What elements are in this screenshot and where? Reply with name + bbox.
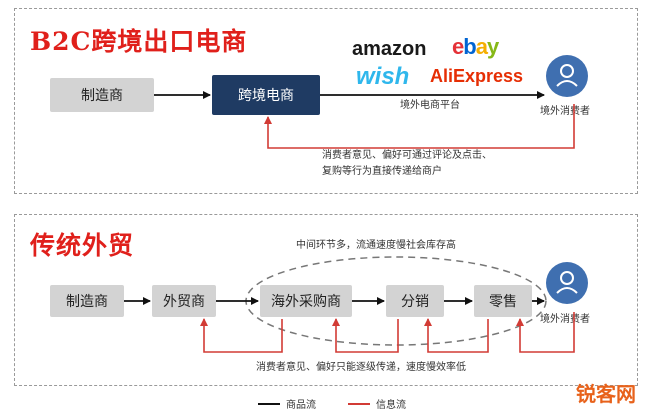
b2c-consumer-label: 境外消费者 (540, 106, 590, 117)
legend-info-flow: 信息流 (348, 396, 406, 411)
legend-goods-label: 商品流 (286, 400, 316, 411)
trad-retail-box: 零售 (474, 285, 532, 317)
trad-overseas-buyer-box: 海外采购商 (260, 285, 352, 317)
ebay-letter-b: b (463, 34, 476, 59)
b2c-panel (14, 8, 638, 194)
b2c-cross-border-box: 跨境电商 (212, 75, 320, 115)
trad-consumer-icon (546, 262, 588, 304)
traditional-title: 传统外贸 (30, 231, 135, 260)
b2c-feedback-line-2: 复购等行为直接传递给商户 (322, 166, 442, 177)
amazon-logo: amazon (352, 38, 427, 60)
legend-red-line (348, 402, 370, 405)
trad-feedback-note: 消费者意见、偏好只能逐级传递，速度慢效率低 (256, 362, 466, 373)
legend-goods-flow: 商品流 (258, 396, 316, 411)
legend-black-line (258, 402, 280, 405)
trad-trader-box: 外贸商 (152, 285, 216, 317)
wish-logo: wish (356, 63, 410, 90)
b2c-title: B2C跨境出口电商 (30, 27, 248, 56)
b2c-consumer-icon (546, 55, 588, 97)
b2c-platform-label: 境外电商平台 (400, 100, 460, 111)
trad-consumer-label: 境外消费者 (540, 314, 590, 325)
ebay-letter-y: y (486, 34, 499, 59)
person-icon (556, 271, 578, 294)
traditional-panel (14, 214, 638, 386)
ebay-logo: ebay (452, 34, 499, 60)
b2c-manufacturer-box: 制造商 (50, 78, 154, 112)
trad-distribution-box: 分销 (386, 285, 444, 317)
b2c-feedback-line-1: 消费者意见、偏好可通过评论及点击、 (322, 150, 492, 161)
legend-info-label: 信息流 (376, 400, 406, 411)
trad-manufacturer-box: 制造商 (50, 285, 124, 317)
person-icon (556, 64, 578, 87)
ebay-letter-a: a (475, 34, 488, 59)
ebay-letter-e: e (452, 34, 464, 59)
traditional-top-note: 中间环节多，流通速度慢社会库存高 (296, 240, 456, 251)
watermark-logo: 锐客网 (576, 382, 636, 406)
aliexpress-logo: AliExpress (430, 66, 524, 86)
